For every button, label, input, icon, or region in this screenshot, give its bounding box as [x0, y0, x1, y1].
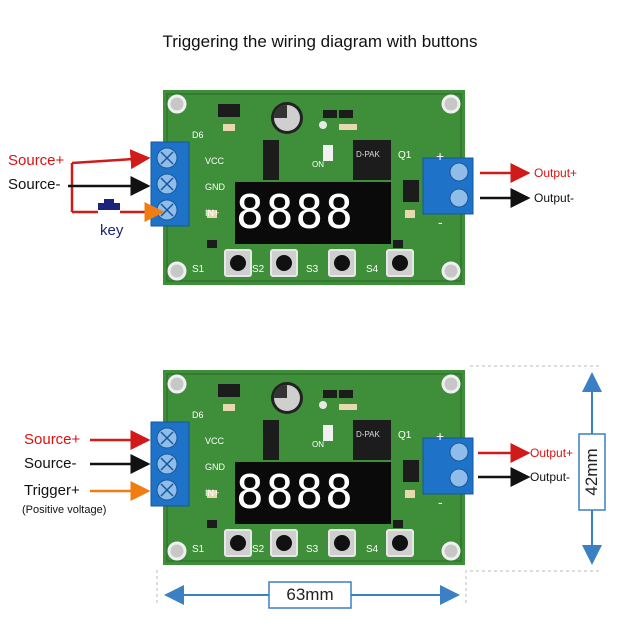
d6-label: D6 [192, 130, 204, 140]
top-output-plus-label: Output+ [534, 166, 578, 180]
q1-label: Q1 [398, 150, 412, 161]
width-dimension-label: 63mm [286, 585, 334, 604]
height-dimension-label: 42mm [582, 448, 601, 496]
dpak-label: D-PAK [356, 430, 380, 439]
button-s4-label: S4 [366, 264, 379, 275]
button-s1-label: S1 [192, 544, 205, 555]
button-s2-label: S2 [252, 264, 265, 275]
bottom-source-plus-label: Source+ [24, 431, 81, 448]
bottom-output-plus-label: Output+ [530, 446, 574, 460]
terminal-plus-label: + [436, 148, 445, 164]
button-s2-label: S2 [252, 544, 265, 555]
on-label: ON [312, 440, 324, 449]
terminal-plus-label: + [436, 428, 445, 444]
diagram-title: Triggering the wiring diagram with butto… [162, 32, 478, 51]
pin-vcc-label: VCC [205, 156, 225, 166]
button-s1-label: S1 [192, 264, 205, 275]
segment-display: 8888 [236, 465, 355, 519]
d6-label: D6 [192, 410, 204, 420]
pin-gnd-label: GND [205, 462, 225, 472]
dpak-label: D-PAK [356, 150, 380, 159]
pin-in-label: IN+ [205, 208, 220, 218]
on-label: ON [312, 160, 324, 169]
terminal-minus-label: - [438, 494, 443, 510]
button-s3-label: S3 [306, 544, 319, 555]
top-source-plus-label: Source+ [8, 152, 65, 169]
terminal-minus-label: - [438, 214, 443, 230]
top-wires [68, 149, 531, 222]
bottom-trigger-note-label: (Positive voltage) [22, 504, 107, 516]
q1-label: Q1 [398, 430, 412, 441]
dimension-lines [156, 365, 606, 609]
pin-vcc-label: VCC [205, 436, 225, 446]
segment-display: 8888 [236, 185, 355, 239]
pin-gnd-label: GND [205, 182, 225, 192]
button-s4-label: S4 [366, 544, 379, 555]
bottom-source-minus-label: Source- [24, 455, 77, 472]
pin-in-label: IN+ [205, 488, 220, 498]
key-switch-icon [98, 203, 120, 210]
top-key-label: key [100, 222, 124, 239]
bottom-output-minus-label: Output- [530, 470, 571, 484]
top-source-minus-label: Source- [8, 176, 61, 193]
button-s3-label: S3 [306, 264, 319, 275]
bottom-trigger-plus-label: Trigger+ [24, 482, 80, 499]
top-output-minus-label: Output- [534, 191, 575, 205]
bottom-wires [90, 430, 531, 501]
